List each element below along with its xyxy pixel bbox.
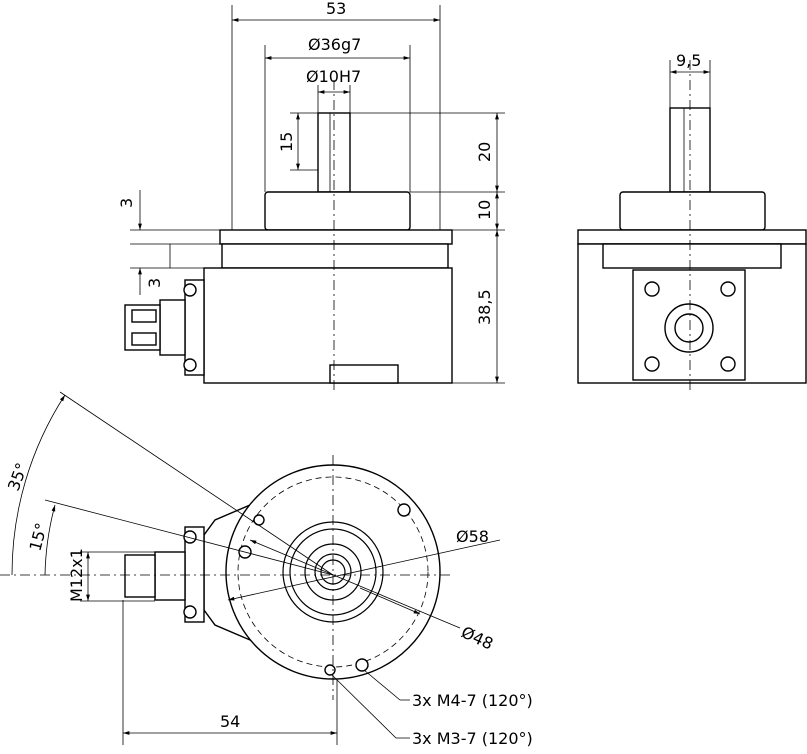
bolt-circle [237,476,429,668]
dim-plate-b: 3 [145,278,164,288]
dim-outer-dia: Ø58 [456,527,489,546]
housing [203,267,453,384]
label-holes-m4: 3x M4-7 (120°) [412,691,533,710]
dim-flange-h: 10 [475,200,494,220]
dim-flat: 15 [277,132,296,152]
dim-body-h: 38,5 [475,289,494,325]
dim-offset: 54 [220,712,240,731]
dim-bolt-dia: Ø48 [458,622,496,653]
dim-53: 53 [326,0,346,18]
dim-shaft-flat: 9,5 [676,51,701,70]
flange [264,191,411,231]
dim-thread: M12x1 [67,548,86,602]
dim-shaft-dia: Ø10H7 [306,67,361,86]
dim-flange-dia: Ø36g7 [308,35,361,54]
dim-plate-a: 3 [117,198,136,208]
dim-shaft-len: 20 [475,142,494,162]
dim-angle-35: 35° [4,460,32,493]
dim-angle-15: 15° [26,521,52,553]
label-holes-m3: 3x M3-7 (120°) [412,729,533,748]
connector-front [124,526,205,623]
front-view: 35° 15° Ø58 Ø48 M12x1 54 3x M4-7 (120°) … [0,391,533,748]
side-view: 53 Ø36g7 Ø10H7 15 20 10 38,5 3 3 [117,0,505,392]
rear-view: 9,5 [577,51,807,392]
connector-side [124,279,205,376]
mounting-plate [219,229,453,245]
